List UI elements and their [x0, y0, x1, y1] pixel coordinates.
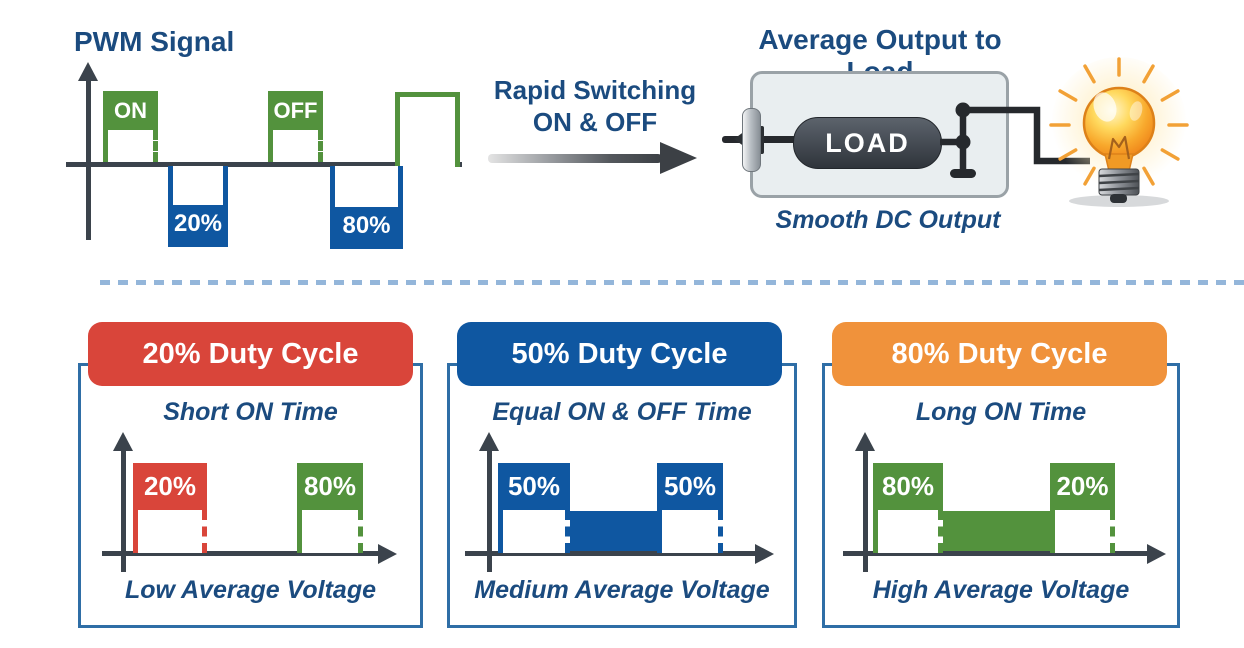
pwm-vertical-axis — [86, 79, 91, 240]
panel-header: 20% Duty Cycle — [88, 322, 413, 386]
junction-dot — [955, 102, 971, 118]
load-component: LOAD — [793, 117, 942, 169]
panel-horizontal-axis — [843, 551, 1149, 556]
pulse-label: 80% — [873, 463, 943, 510]
panel-header: 80% Duty Cycle — [832, 322, 1167, 386]
pulse-on-body — [103, 130, 158, 162]
off-period-fill — [943, 511, 1050, 551]
right-arrow-icon — [755, 544, 774, 564]
off-period-fill — [570, 511, 658, 551]
duty-80-label: 80% — [335, 207, 398, 244]
pulse-label: 20% — [133, 463, 207, 510]
transition-arrow-body — [488, 154, 662, 163]
pulse-80: 80% — [297, 463, 363, 553]
pulse-50-left: 50% — [498, 463, 570, 553]
pulse-off-body — [268, 130, 323, 162]
panel-caption: Medium Average Voltage — [474, 576, 770, 604]
pwm-pulse-plain — [395, 92, 460, 167]
pulse-label: 50% — [498, 463, 570, 510]
pulse-80-left: 80% — [873, 463, 943, 553]
panel-subtitle: Short ON Time — [163, 398, 338, 426]
panel-horizontal-axis — [465, 551, 757, 556]
plug-terminal-disc — [742, 108, 761, 172]
up-arrow-icon — [479, 432, 499, 451]
pwm-horizontal-axis — [66, 162, 462, 167]
pwm-duty-box-80: 80% — [330, 166, 403, 249]
panel-80-duty-cycle: 80% Duty Cycle Long ON Time 80% 20% High… — [822, 322, 1180, 628]
panel-vertical-axis — [487, 448, 492, 572]
panel-subtitle: Long ON Time — [915, 398, 1087, 426]
pulse-body — [1050, 510, 1115, 553]
average-output-section: Average Output to Load LOAD — [720, 0, 1244, 280]
pulse-off-label: OFF — [268, 91, 323, 130]
light-bulb-icon — [1049, 57, 1189, 207]
up-arrow-icon — [113, 432, 133, 451]
pwm-pulse-on: ON — [103, 91, 158, 162]
pwm-duty-box-20: 20% — [168, 166, 228, 247]
pulse-body — [133, 510, 207, 553]
junction-dot — [955, 134, 971, 150]
pulse-on-label: ON — [103, 91, 158, 130]
pulse-20: 20% — [133, 463, 207, 553]
pulse-50-right: 50% — [657, 463, 723, 553]
transition-text: Rapid Switching ON & OFF — [470, 74, 720, 138]
panel-20-duty-cycle: 20% Duty Cycle Short ON Time 20% 80% Low… — [78, 322, 423, 628]
pulse-body — [498, 510, 570, 553]
panel-subtitle: Equal ON & OFF Time — [492, 398, 752, 426]
load-label: LOAD — [825, 127, 910, 158]
duty-box-spacer — [173, 166, 223, 205]
pwm-signal-section: PWM Signal ON OFF 20% 80% — [0, 0, 470, 280]
pulse-body — [297, 510, 363, 553]
up-arrow-icon — [855, 432, 875, 451]
duty-box-spacer — [335, 166, 398, 207]
transition-line1: Rapid Switching — [493, 75, 697, 105]
circuit-wires — [940, 102, 1090, 178]
transition-arrow-section: Rapid Switching ON & OFF — [460, 60, 710, 190]
right-arrow-icon — [660, 142, 697, 174]
panel-caption: High Average Voltage — [872, 576, 1130, 604]
up-arrow-icon — [78, 62, 98, 81]
pulse-body — [873, 510, 943, 553]
panel-header: 50% Duty Cycle — [457, 322, 782, 386]
panel-vertical-axis — [121, 448, 126, 572]
section-divider — [100, 280, 1244, 285]
pulse-label: 50% — [657, 463, 723, 510]
panel-caption: Low Average Voltage — [125, 576, 376, 604]
pulse-20-right: 20% — [1050, 463, 1115, 553]
pwm-pulse-off: OFF — [268, 91, 323, 162]
pulse-label: 20% — [1050, 463, 1115, 510]
right-arrow-icon — [1147, 544, 1166, 564]
panel-50-duty-cycle: 50% Duty Cycle Equal ON & OFF Time 50% 5… — [447, 322, 797, 628]
panel-vertical-axis — [863, 448, 868, 572]
transition-line2: ON & OFF — [532, 107, 658, 137]
duty-20-label: 20% — [173, 205, 223, 242]
right-arrow-icon — [378, 544, 397, 564]
smooth-dc-caption: Smooth DC Output — [775, 206, 1001, 234]
terminal-cap — [950, 169, 976, 178]
panel-horizontal-axis — [102, 551, 380, 556]
pulse-body — [657, 510, 723, 553]
pwm-title: PWM Signal — [74, 26, 235, 57]
pulse-label: 80% — [297, 463, 363, 510]
